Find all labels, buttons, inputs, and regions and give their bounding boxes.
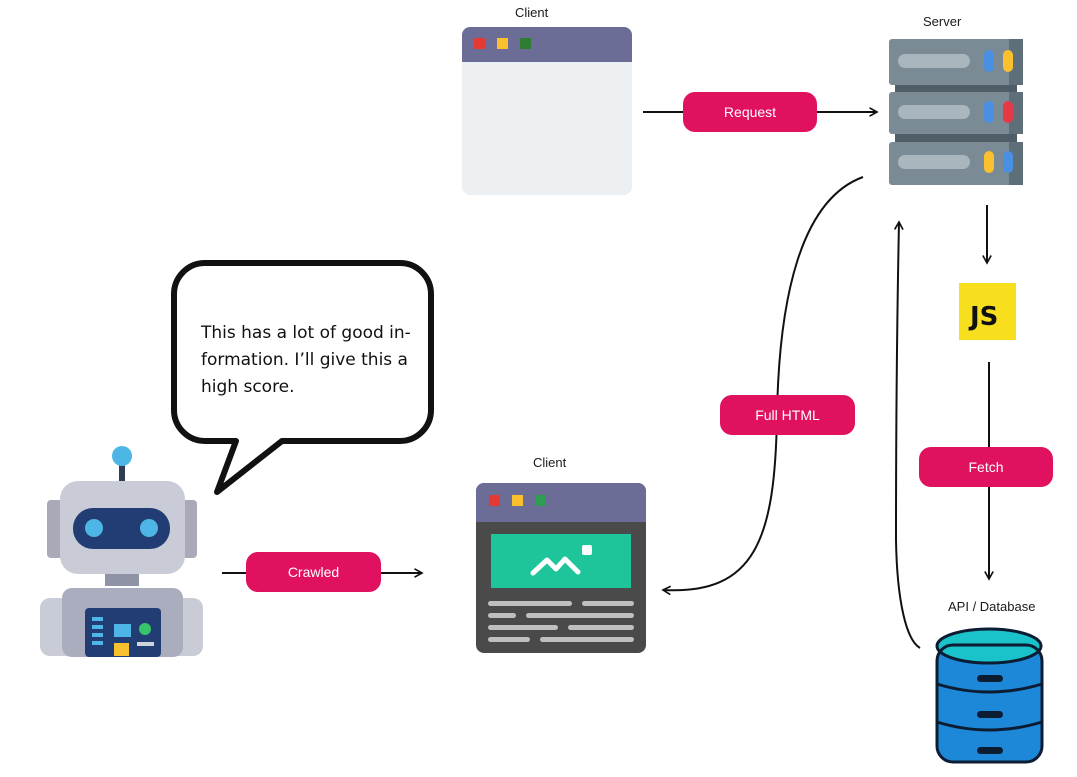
- full-html-arrow: [663, 176, 864, 590]
- client-top-browser-icon: [462, 27, 632, 195]
- speech-bubble: [171, 260, 434, 495]
- speech-bubble-text: This has a lot of good in-formation. I’l…: [201, 323, 411, 397]
- js-badge-text: JS: [970, 302, 999, 332]
- database-icon: [935, 627, 1044, 764]
- client-bottom-label: Client: [533, 455, 567, 470]
- database-to-server-arrow: [896, 222, 921, 649]
- api-database-label: API / Database: [948, 599, 1036, 614]
- server-label: Server: [923, 14, 962, 29]
- client-bottom-webpage-icon: [476, 483, 646, 653]
- request-pill: Request: [683, 92, 817, 132]
- server-rack-icon: [889, 39, 1023, 185]
- client-top-label: Client: [515, 5, 549, 20]
- crawled-pill: Crawled: [246, 552, 381, 592]
- fetch-pill: Fetch: [919, 447, 1053, 487]
- full-html-pill: Full HTML: [720, 395, 855, 435]
- javascript-icon: [959, 283, 1016, 340]
- robot-icon: [40, 446, 203, 657]
